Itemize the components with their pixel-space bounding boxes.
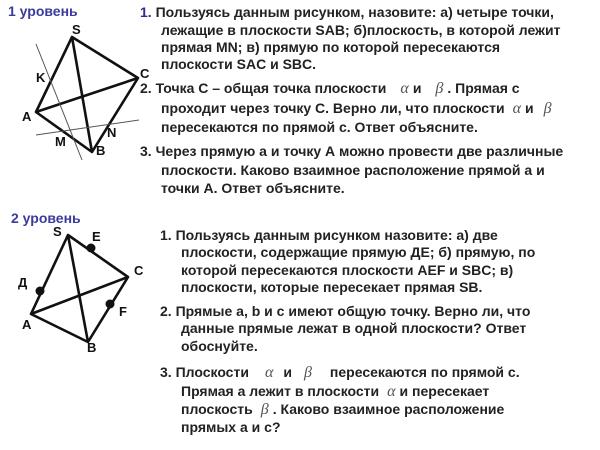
point-label-S: S: [72, 22, 81, 37]
level1-q1-line3: прямая MN; в) прямую по которой пересека…: [161, 39, 501, 55]
level2-q3-line4: прямых а и с?: [181, 419, 281, 435]
point-label-B-2: B: [87, 340, 96, 355]
beta-symbol: β: [435, 80, 444, 97]
level2-q1-line3: которой пересекаются плоскости AEF и SBC…: [181, 262, 514, 278]
point-label-E: E: [92, 229, 101, 244]
text: Пользуясь данным рисунком, назовите: а) …: [155, 4, 554, 20]
level2-q3-line3: плоскость β. Каково взаимное расположение: [181, 401, 504, 418]
alpha-symbol: α: [512, 100, 521, 117]
level2-q2-line2: данные прямые лежат в одной плоскости? О…: [181, 320, 527, 336]
edge-AC-2: [30, 275, 129, 316]
edge-SB: [70, 36, 94, 153]
text: 2. Точка С – общая точка плоскости: [140, 80, 387, 96]
point-label-N: N: [107, 125, 116, 140]
level2-heading: 2 уровень: [11, 210, 81, 226]
level2-q1-line2: плоскости, содержащие прямую ДЕ; б) прям…: [181, 244, 536, 260]
text: 3. Плоскости: [160, 364, 249, 380]
text: и: [412, 80, 422, 96]
point-label-D: Д: [18, 275, 28, 290]
point-F: [105, 299, 115, 309]
point-label-M: M: [55, 134, 66, 149]
text: проходит через точку С. Верно ли, что пл…: [161, 100, 505, 116]
text: . Каково взаимное расположение: [272, 401, 505, 417]
edge-AC: [35, 76, 139, 114]
line-MN: [35, 119, 140, 136]
text: и пересекает: [399, 383, 490, 399]
level2-q2-line3: обоснуйте.: [181, 338, 258, 354]
level2-q1-line1: 1. Пользуясь данным рисунком назовите: а…: [160, 227, 498, 243]
alpha-symbol: α: [387, 383, 396, 400]
beta-symbol: β: [303, 364, 312, 381]
level2-q2-line1: 2. Прямые a, b и c имеют общую точку. Ве…: [160, 303, 531, 319]
point-label-S-2: S: [53, 224, 62, 239]
text: и: [524, 100, 534, 116]
level2-q1-line4: плоскости, которые пересекает прямая SB.: [181, 279, 483, 295]
level1-q2-line2: проходит через точку С. Верно ли, что пл…: [161, 100, 556, 117]
point-E: [86, 243, 96, 253]
edge-SB-2: [66, 234, 90, 343]
point-label-F: F: [119, 304, 127, 319]
point-label-K: K: [36, 70, 46, 85]
point-label-B: B: [96, 143, 105, 158]
alpha-symbol: α: [264, 364, 274, 381]
beta-symbol: β: [260, 401, 269, 418]
point-label-C-2: C: [134, 263, 144, 278]
text: и: [283, 364, 292, 380]
level1-q3-line2: плоскости. Каково взаимное расположение …: [161, 162, 545, 178]
line-through-K-M: [35, 43, 83, 161]
level1-q1-line2: лежащие в плоскости SAB; б)плоскость, в …: [161, 22, 561, 38]
level1-q3-line3: точки А. Ответ объясните.: [161, 180, 345, 196]
level1-q2-line3: пересекаются по прямой с. Ответ объяснит…: [161, 119, 478, 135]
level1-q3-line1: 3. Через прямую а и точку А можно провес…: [140, 143, 564, 159]
text: Прямая а лежит в плоскости: [181, 383, 380, 399]
text: пересекаются по прямой с.: [329, 364, 520, 380]
point-label-C: C: [140, 66, 150, 81]
level1-q1-line1: 1. Пользуясь данным рисунком, назовите: …: [140, 4, 554, 21]
level1-q1-number: 1.: [140, 4, 152, 20]
edge-outline-2: [29, 233, 130, 344]
point-D: [35, 286, 45, 296]
level1-q1-line4: плоскости SAC и SBC.: [161, 56, 317, 72]
point-label-A-2: А: [22, 317, 32, 332]
text: плоскость: [181, 401, 253, 417]
text: . Прямая с: [447, 80, 520, 96]
alpha-symbol: α: [400, 80, 409, 97]
level1-heading: 1 уровень: [8, 3, 78, 19]
beta-symbol: β: [543, 100, 552, 117]
point-label-A: A: [22, 109, 32, 124]
